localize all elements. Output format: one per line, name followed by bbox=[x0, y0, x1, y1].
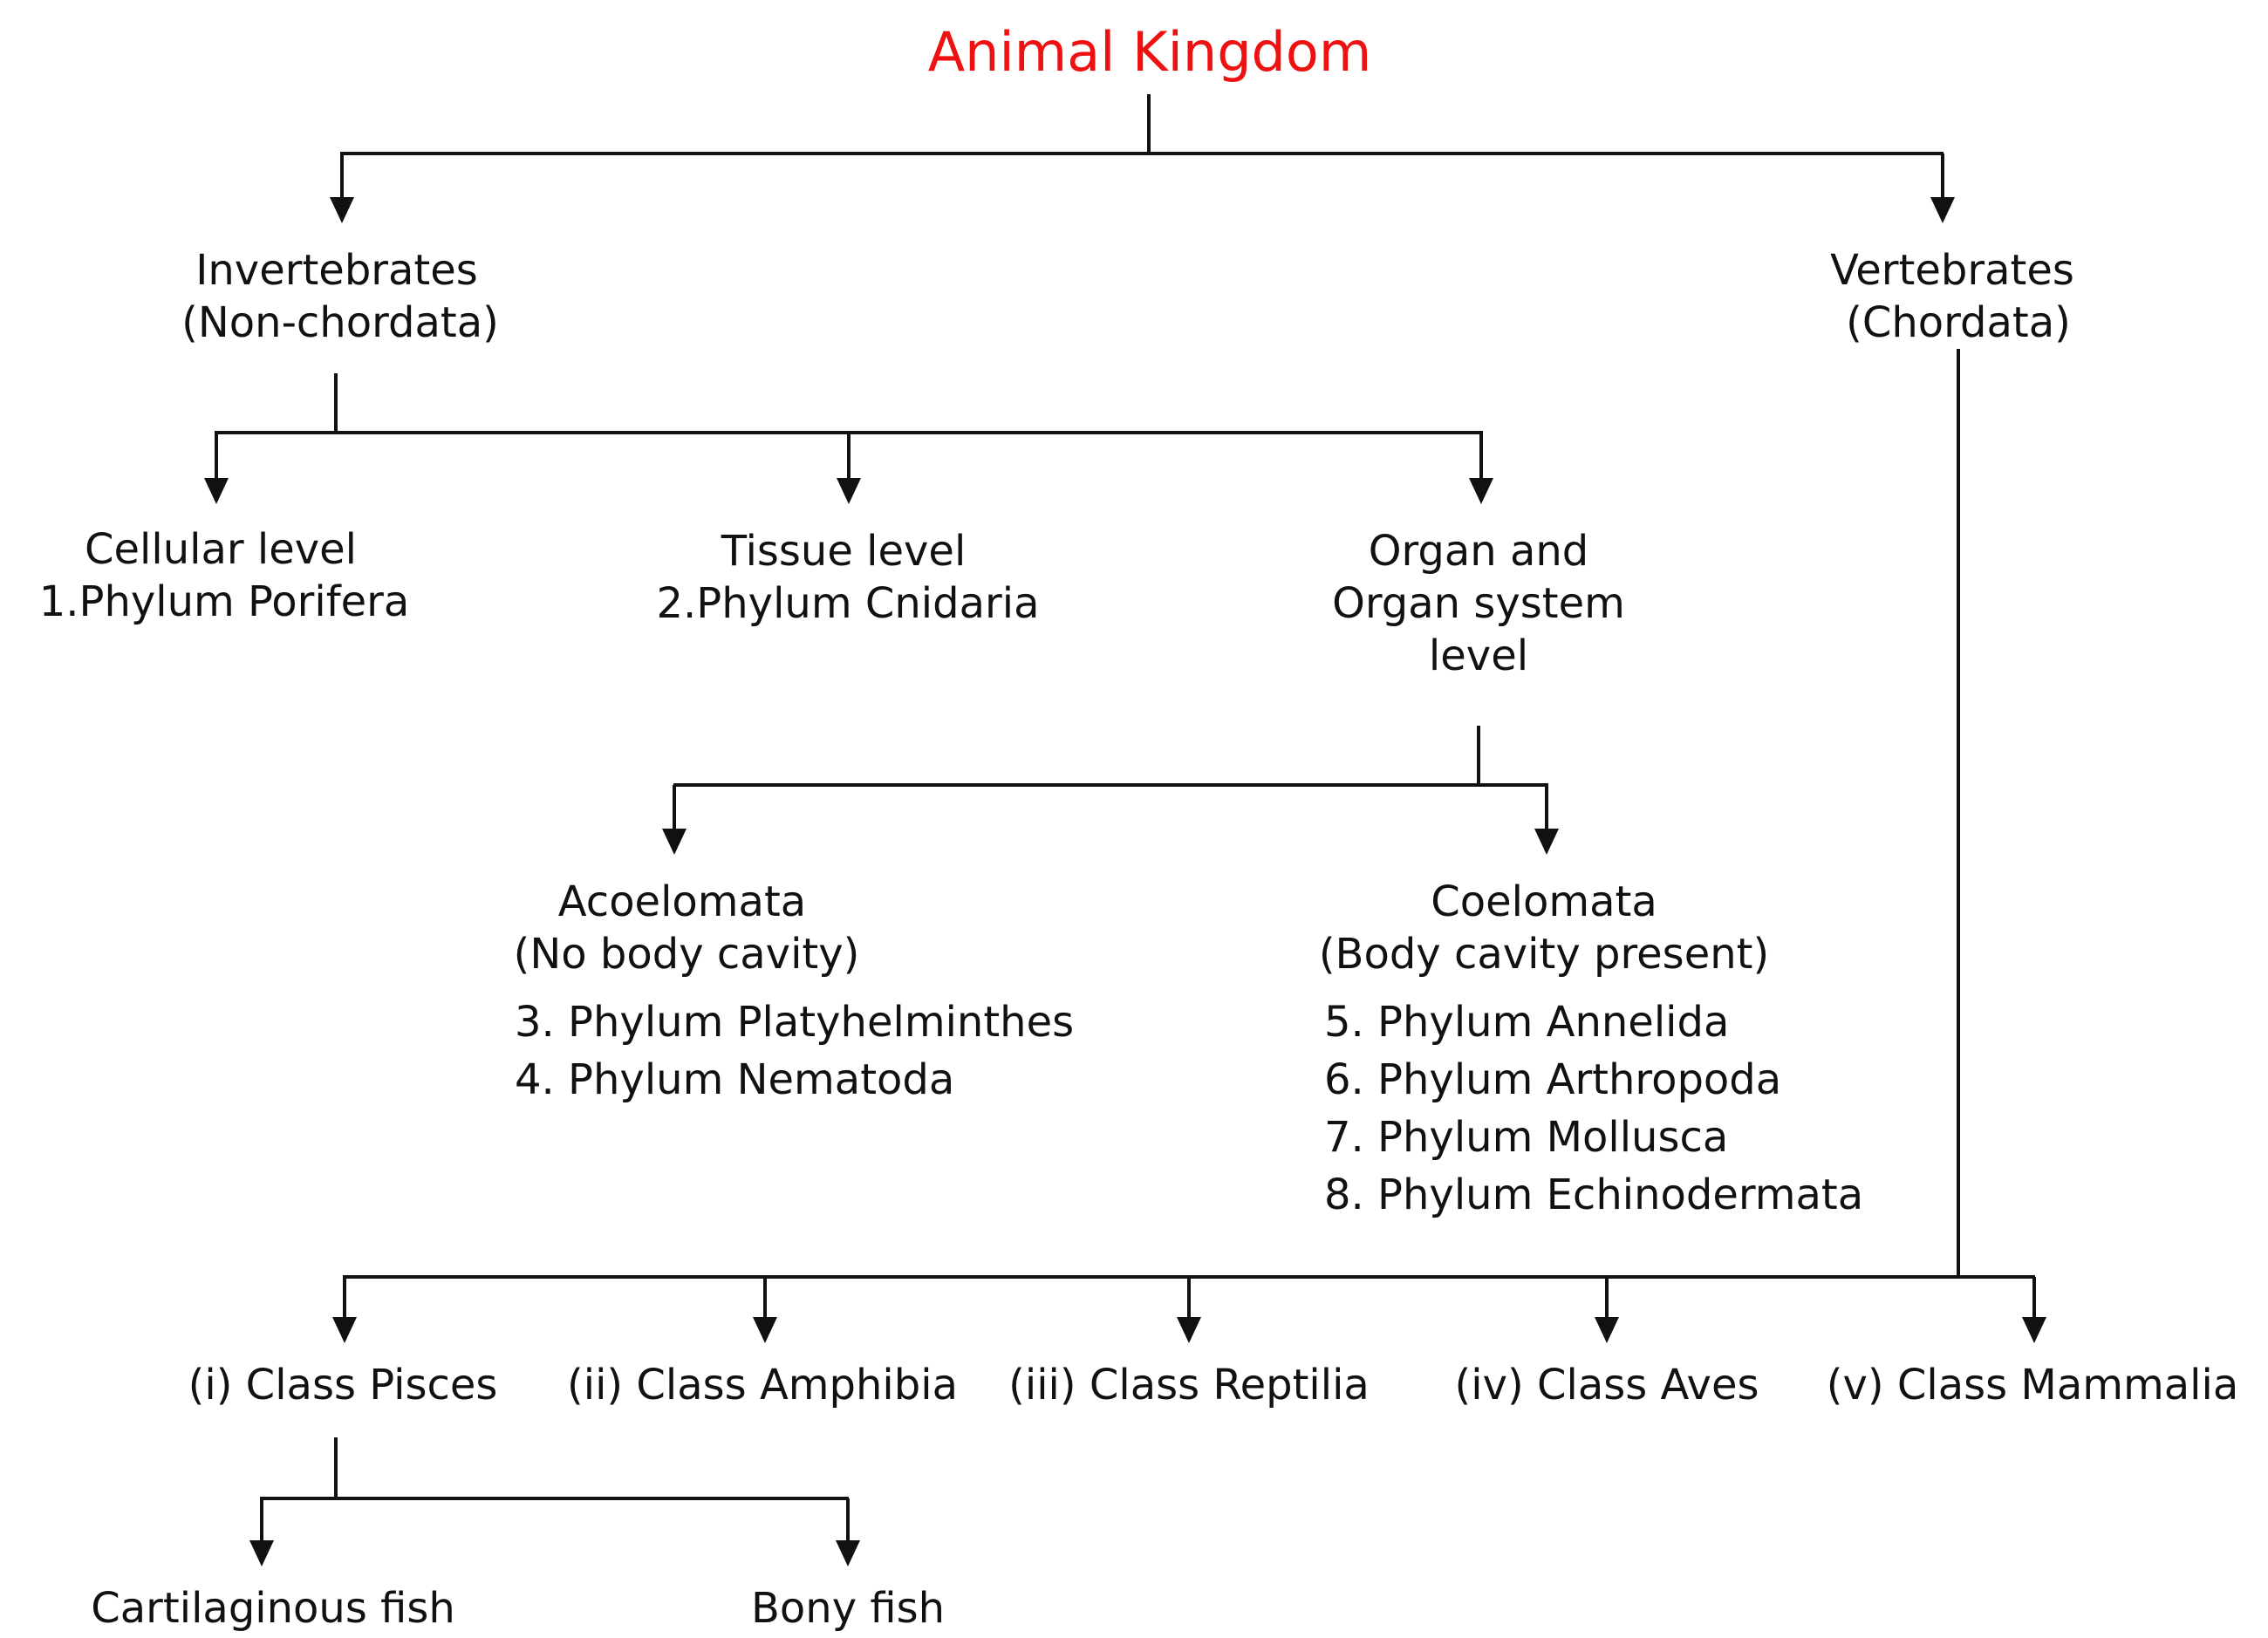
arrowhead bbox=[753, 1317, 777, 1343]
arrowhead bbox=[330, 197, 354, 223]
phylum-item: 5. Phylum Annelida bbox=[1324, 998, 1730, 1047]
arrowhead bbox=[1177, 1317, 1201, 1343]
invertebrates-sublabel: (Non-chordata) bbox=[181, 298, 499, 347]
organ-level-label-2: Organ system bbox=[1332, 579, 1625, 628]
invertebrates-label: Invertebrates bbox=[195, 246, 478, 295]
coelomata-label: Coelomata bbox=[1431, 877, 1657, 926]
arrowhead bbox=[1930, 197, 1955, 223]
arrowhead bbox=[1469, 478, 1493, 504]
arrowhead bbox=[662, 829, 687, 855]
coelomata-sublabel: (Body cavity present) bbox=[1318, 930, 1770, 979]
class-pisces: (i) Class Pisces bbox=[188, 1361, 498, 1409]
class-amphibia: (ii) Class Amphibia bbox=[567, 1361, 958, 1409]
organ-level-label-3: level bbox=[1428, 631, 1529, 680]
acoelomata-label: Acoelomata bbox=[557, 877, 807, 926]
arrowhead bbox=[2022, 1317, 2046, 1343]
arrowhead bbox=[204, 478, 229, 504]
arrowhead bbox=[1534, 829, 1559, 855]
arrowhead bbox=[837, 478, 861, 504]
cartilaginous-fish: Cartilaginous fish bbox=[91, 1584, 455, 1633]
phylum-item: 8. Phylum Echinodermata bbox=[1324, 1170, 1864, 1219]
phylum-item: 3. Phylum Platyhelminthes bbox=[515, 998, 1075, 1047]
phylum-porifera: 1.Phylum Porifera bbox=[38, 577, 410, 626]
class-reptilia: (iii) Class Reptilia bbox=[1008, 1361, 1370, 1409]
acoelomata-sublabel: (No body cavity) bbox=[513, 930, 860, 979]
vertebrates-label: Vertebrates bbox=[1830, 246, 2074, 295]
arrowhead bbox=[249, 1540, 274, 1566]
arrowhead bbox=[836, 1540, 860, 1566]
vertebrates-sublabel: (Chordata) bbox=[1846, 298, 2071, 347]
cellular-level-label: Cellular level bbox=[84, 525, 358, 574]
organ-level-label-1: Organ and bbox=[1368, 527, 1589, 576]
tissue-level-label: Tissue level bbox=[721, 527, 967, 576]
phylum-item: 4. Phylum Nematoda bbox=[515, 1055, 955, 1104]
arrowhead bbox=[1595, 1317, 1619, 1343]
class-mammalia: (v) Class Mammalia bbox=[1826, 1361, 2239, 1409]
phylum-item: 7. Phylum Mollusca bbox=[1324, 1113, 1729, 1162]
bony-fish: Bony fish bbox=[750, 1584, 946, 1633]
class-aves: (iv) Class Aves bbox=[1454, 1361, 1759, 1409]
arrowhead bbox=[332, 1317, 357, 1343]
diagram-title: Animal Kingdom bbox=[927, 20, 1372, 84]
phylum-cnidaria: 2.Phylum Cnidaria bbox=[656, 579, 1040, 628]
phylum-item: 6. Phylum Arthropoda bbox=[1324, 1055, 1782, 1104]
